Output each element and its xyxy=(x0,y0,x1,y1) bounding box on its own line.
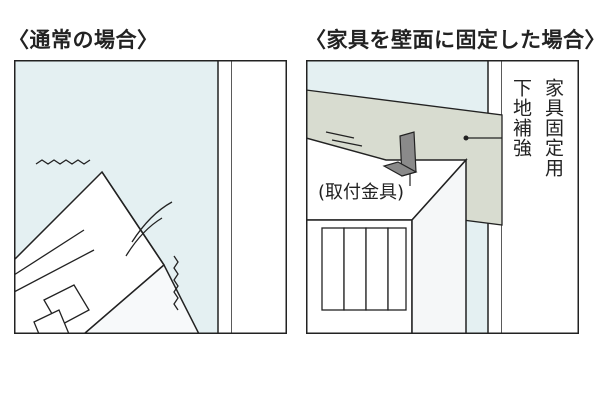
book xyxy=(343,227,367,311)
wall-right-surface xyxy=(502,60,579,334)
wall-right-surface xyxy=(232,60,287,334)
book xyxy=(365,227,389,311)
falling-furniture-diagram xyxy=(14,60,287,334)
shake-lines-right xyxy=(173,255,179,311)
motion-arc-2 xyxy=(125,217,163,257)
mounting-bracket-label: (取付金具) xyxy=(318,182,405,203)
mounting-bracket-horizontal xyxy=(382,161,418,177)
right-panel-illustration xyxy=(306,60,579,334)
reinforcement-label: 下地補強 xyxy=(510,78,532,158)
book xyxy=(321,227,345,311)
wall-pillar xyxy=(217,60,233,334)
left-panel-illustration xyxy=(14,60,287,334)
shake-lines-top xyxy=(35,159,91,165)
cabinet-side xyxy=(411,158,467,334)
fixed-furniture-diagram xyxy=(306,60,579,334)
motion-arc-1 xyxy=(131,201,173,243)
furniture-fixing-label: 家具固定用 xyxy=(542,78,564,178)
right-panel-heading: 〈家具を壁面に固定した場合〉 xyxy=(305,28,600,52)
falling-cabinet-front xyxy=(82,171,200,334)
left-panel-heading: 〈通常の場合〉 xyxy=(8,28,159,52)
book xyxy=(387,227,407,311)
